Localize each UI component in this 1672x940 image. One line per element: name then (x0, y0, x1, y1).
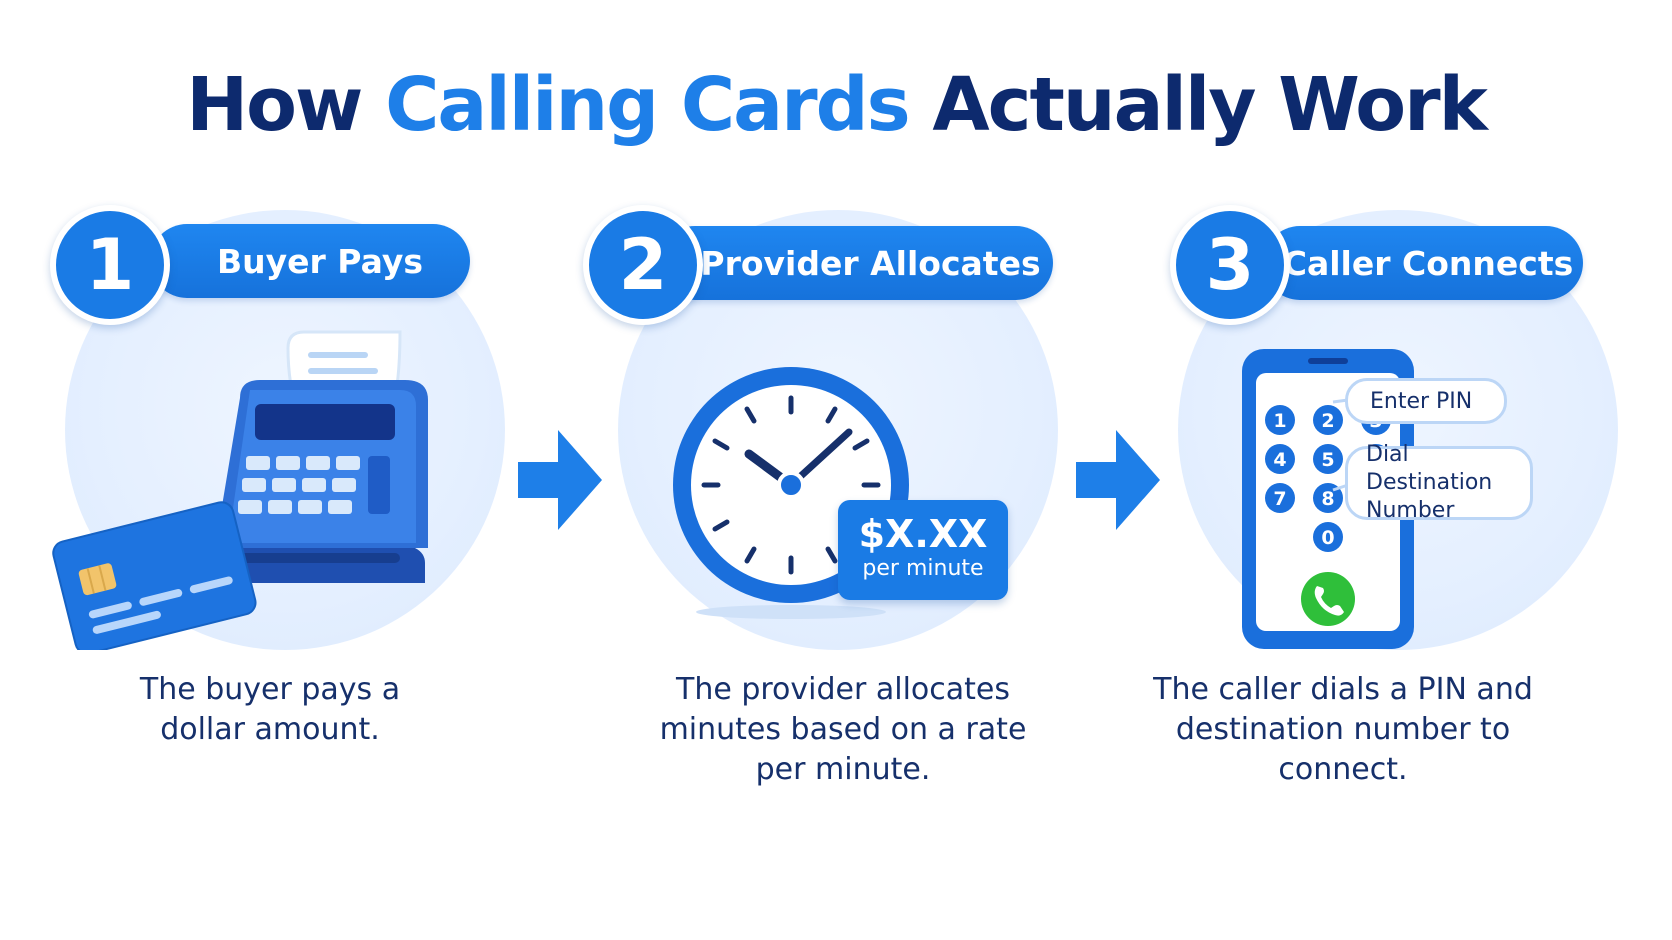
keypad-key-7[interactable]: 7 (1265, 483, 1295, 513)
keypad-key-circle (1313, 444, 1343, 474)
payment-terminal-icon (190, 330, 428, 583)
step-3-label: Caller Connects (1263, 226, 1583, 300)
step-3: Caller Connects 3 1234567890 Enter PIN D… (1113, 205, 1633, 870)
keypad-key-label: 1 (1273, 410, 1286, 432)
keypad-key-2[interactable]: 2 (1313, 405, 1343, 435)
keypad-key-5[interactable]: 5 (1313, 444, 1343, 474)
keypad-key-label: 8 (1321, 488, 1334, 510)
keypad-key-0[interactable]: 0 (1313, 522, 1343, 552)
keypad-key-4[interactable]: 4 (1265, 444, 1295, 474)
callout-enter-pin: Enter PIN (1345, 378, 1507, 424)
credit-card-icon (52, 501, 257, 650)
keypad-key-circle (1265, 405, 1295, 435)
keypad-key-label: 2 (1321, 410, 1334, 432)
step-2-label: Provider Allocates (658, 226, 1053, 300)
step-2: Provider Allocates 2 $X.XX per minute Th… (573, 205, 1093, 870)
title-highlight: Calling Cards (385, 62, 911, 148)
keypad-key-circle (1313, 522, 1343, 552)
step-2-description: The provider allocates minutes based on … (659, 672, 1027, 787)
keypad-key-label: 4 (1273, 449, 1286, 471)
keypad-key-circle (1313, 405, 1343, 435)
keypad-key-circle (1265, 444, 1295, 474)
arrow-right-icon (1076, 430, 1160, 530)
keypad-key-label: 7 (1273, 488, 1286, 510)
step-1-description: The buyer pays a dollar amount. (139, 672, 401, 747)
step-2-number: 2 (583, 205, 703, 325)
step-1: Buyer Pays 1 (45, 205, 565, 870)
keypad-key-label: 5 (1321, 449, 1334, 471)
rate-tag: $X.XX per minute (838, 500, 1008, 600)
title-part-2: Actually Work (908, 62, 1487, 148)
callout-dial-number: Dial Destination Number (1345, 442, 1533, 523)
page-title: How Calling Cards Actually Work (0, 68, 1672, 142)
step-3-number: 3 (1170, 205, 1290, 325)
rate-unit: per minute (862, 556, 984, 581)
title-part-1: How (186, 62, 386, 148)
step-1-label: Buyer Pays (150, 224, 470, 298)
arrow-right-icon (518, 430, 602, 530)
step-3-description: The caller dials a PIN and destination n… (1153, 672, 1533, 787)
keypad-key-label: 0 (1321, 527, 1334, 549)
phone-icon[interactable] (1301, 572, 1355, 626)
keypad-key-circle (1265, 483, 1295, 513)
step-1-number: 1 (50, 205, 170, 325)
smartphone-icon: 1234567890 (1242, 349, 1414, 649)
keypad-key-1[interactable]: 1 (1265, 405, 1295, 435)
rate-amount: $X.XX (858, 512, 988, 556)
